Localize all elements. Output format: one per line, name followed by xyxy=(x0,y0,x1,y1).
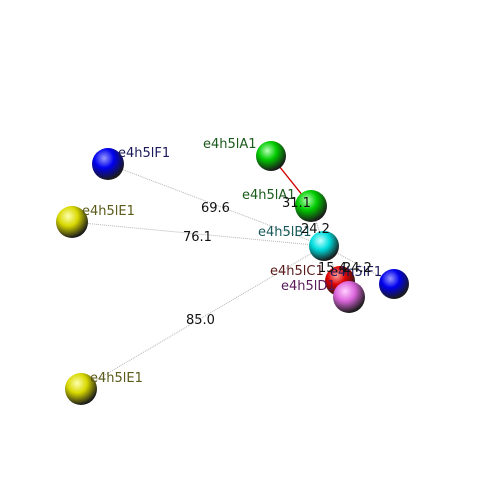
atom-label: e4h5lC1 xyxy=(270,264,324,279)
atom-sphere[interactable] xyxy=(333,281,365,313)
atom-label: e4h5lE1 xyxy=(90,371,143,386)
atom-sphere[interactable] xyxy=(256,141,286,171)
atom-label: e4h5lE1 xyxy=(82,204,135,219)
distance-label: 24.2 xyxy=(343,261,372,276)
atom-labels: e4h5lF1 e4h5lE1 e4h5lE1 e4h5lA1 e4h5lA1 e4h5l… xyxy=(82,137,382,386)
distance-label: 15.4 xyxy=(318,261,347,276)
distance-label: 76.1 xyxy=(183,230,212,245)
distance-label: 31.1 xyxy=(282,196,311,211)
atom-label: e4h5lD1 xyxy=(281,279,336,294)
atom-sphere[interactable] xyxy=(295,190,327,222)
distance-labels: 69.676.185.031.124.215.424.2 xyxy=(183,196,372,328)
atom-sphere[interactable] xyxy=(379,269,409,299)
atom-sphere[interactable] xyxy=(56,206,88,238)
distance-label: 24.2 xyxy=(301,222,330,237)
atom-sphere[interactable] xyxy=(92,148,124,180)
atom-spheres xyxy=(56,141,409,405)
atom-label: e4h5lA1 xyxy=(242,188,296,203)
distance-line xyxy=(80,245,325,390)
distance-line xyxy=(107,163,325,247)
atom-label: e4h5lB1 xyxy=(258,225,312,240)
distance-label: 69.6 xyxy=(201,201,230,216)
atom-label: e4h5lA1 xyxy=(203,137,257,152)
distance-line xyxy=(71,221,325,247)
atom-label: e4h5lF1 xyxy=(118,146,170,161)
atom-label: e4h5lF1 xyxy=(330,265,382,280)
atom-sphere[interactable] xyxy=(309,231,339,261)
atom-sphere[interactable] xyxy=(65,373,97,405)
distance-label: 85.0 xyxy=(186,313,215,328)
